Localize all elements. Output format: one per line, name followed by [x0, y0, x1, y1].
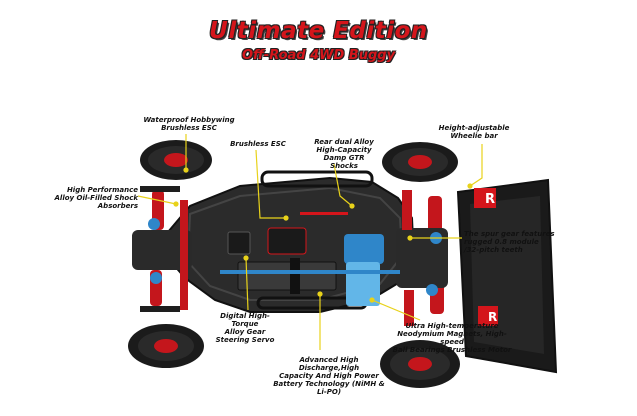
esc-unit [267, 227, 307, 255]
callout-esc-waterproof: Waterproof Hobbywing Brushless ESC [143, 116, 235, 132]
center-driveshaft [220, 270, 400, 274]
front-red-link [180, 200, 188, 310]
page-title: Ultimate Edition [209, 18, 428, 44]
front-hub-blue-bottom [150, 272, 162, 284]
callout-esc-brushless: Brushless ESC [230, 140, 286, 148]
callout-battery: Advanced High Discharge,High Capacity An… [273, 356, 385, 396]
rear-shock-left [428, 196, 442, 232]
wing-logo-letter-top: R [485, 192, 495, 207]
wing-logo-letter-bottom: R [488, 310, 497, 324]
callout-motor: Ultra High-temperature Neodymium Magnets… [392, 322, 512, 354]
callout-front-shocks: High Performance Alloy Oil-Filled Shock … [54, 186, 139, 210]
servo-unit [227, 231, 251, 255]
battery-strap [290, 258, 300, 294]
motor-can [344, 234, 384, 264]
rear-red-arm-bottom [404, 290, 414, 326]
callout-rear-shocks: Rear dual Alloy High-Capacity Damp GTR S… [314, 138, 374, 170]
front-arm-top [140, 186, 180, 192]
callout-leaders [137, 134, 483, 350]
body-mount-bar [260, 170, 374, 188]
wing-logo-bottom [478, 306, 498, 326]
callout-spur-gear: The spur gear features rugged 0.8 module… [464, 230, 555, 254]
front-axle-bar [132, 230, 192, 270]
rear-hub-blue-bottom [426, 284, 438, 296]
front-arm-bottom [140, 306, 180, 312]
front-right-wheel [128, 324, 204, 368]
front-left-wheel [140, 140, 212, 180]
rear-wing: R R [456, 178, 558, 374]
red-wire [300, 212, 348, 215]
wing-logo-top [474, 188, 496, 208]
battery-pack [237, 261, 337, 291]
rear-left-wheel [382, 142, 458, 182]
rear-right-wheel [380, 340, 460, 388]
rear-red-arm-top [402, 190, 412, 230]
front-hub-blue-top [148, 218, 160, 230]
motor-cable [346, 262, 380, 306]
callout-wheelie-bar: Height-adjustable Wheelie bar [438, 124, 510, 140]
callout-servo: Digital High-Torque Alloy Gear Steering … [215, 312, 275, 344]
page-subtitle: Off-Road 4WD Buggy [241, 48, 396, 63]
